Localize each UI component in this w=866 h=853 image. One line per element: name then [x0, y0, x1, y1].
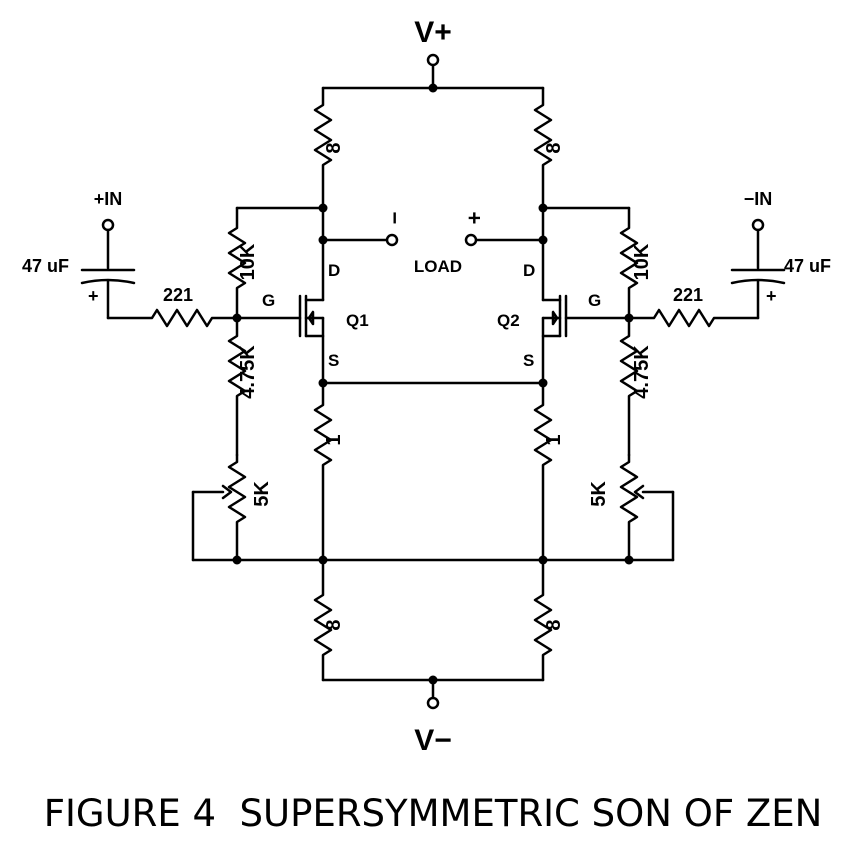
resistor-source-right: 1 [533, 381, 565, 562]
resistor-221-left-value: 221 [163, 285, 193, 305]
q2-label: Q2 [497, 311, 520, 330]
gate-divider-left: 10K 4.75K [227, 206, 259, 457]
gate-divider-right: 10K 4.75K [619, 206, 653, 457]
resistor-475k-left-value: 4.75K [237, 345, 259, 399]
v-plus-rail: V+ [321, 16, 545, 93]
q1-gate-label: G [262, 291, 275, 310]
trim-pot-left: 5K [191, 453, 273, 562]
resistor-top-right: 8 [533, 86, 565, 210]
resistor-10k-right-value: 10K [631, 243, 653, 280]
v-minus-rail: V− [321, 675, 545, 757]
source-wiring [318, 378, 548, 388]
load-terminals: LOAD − + [382, 212, 487, 276]
resistor-bottom-left: 8 [313, 558, 345, 682]
q2-gate-label: G [588, 291, 601, 310]
figure-caption: FIGURE 4 SUPERSYMMETRIC SON OF ZEN [44, 792, 823, 835]
mosfet-q1: D G S Q1 [235, 261, 369, 385]
v-minus-label: V− [414, 724, 452, 757]
load-label: LOAD [414, 257, 462, 276]
resistor-bottom-left-value: 8 [323, 619, 345, 630]
v-plus-label: V+ [414, 16, 452, 49]
resistor-bottom-right-value: 8 [543, 619, 565, 630]
trim-pot-right: 5K [588, 453, 675, 562]
load-plus-label: + [462, 212, 487, 225]
plus-in-label: +IN [94, 189, 123, 209]
resistor-top-left-value: 8 [323, 142, 345, 153]
bottom-bus [191, 555, 675, 565]
q2-source-label: S [523, 351, 534, 370]
resistor-221-right-value: 221 [673, 285, 703, 305]
trim-pot-left-value: 5K [251, 481, 273, 507]
drain-wiring [235, 203, 631, 302]
q2-drain-label: D [523, 261, 535, 280]
q1-drain-label: D [328, 261, 340, 280]
q1-label: Q1 [346, 311, 369, 330]
cap-left-polarity: + [88, 286, 99, 306]
input-right: −IN + 47 uF 221 [627, 189, 831, 328]
resistor-10k-left-value: 10K [237, 243, 259, 280]
resistor-bottom-right: 8 [533, 558, 565, 682]
cap-right-polarity: + [766, 286, 777, 306]
cap-left-value: 47 uF [22, 256, 69, 276]
load-minus-label: − [382, 212, 407, 225]
resistor-source-left: 1 [313, 381, 345, 562]
resistor-source-right-value: 1 [543, 434, 565, 445]
q1-source-label: S [328, 351, 339, 370]
mosfet-q2: D G S Q2 [497, 261, 631, 385]
trim-pot-right-value: 5K [588, 481, 610, 507]
minus-in-label: −IN [744, 189, 773, 209]
resistor-source-left-value: 1 [323, 434, 345, 445]
cap-right-value: 47 uF [784, 256, 831, 276]
input-left: +IN + 47 uF 221 [22, 189, 239, 328]
resistor-475k-right-value: 4.75K [631, 345, 653, 399]
resistor-top-left: 8 [313, 86, 345, 210]
resistor-top-right-value: 8 [543, 142, 565, 153]
